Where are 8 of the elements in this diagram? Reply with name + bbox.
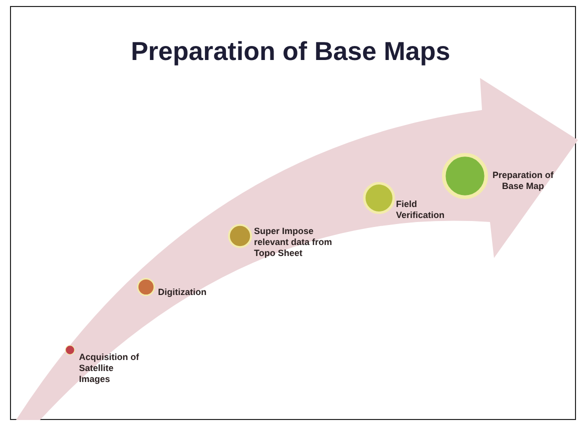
circle-marker xyxy=(228,224,252,248)
title: Preparation of Base Maps xyxy=(130,36,452,67)
step-label: Field Verification xyxy=(396,199,446,221)
circle-marker xyxy=(65,345,75,355)
step-label: Super Impose relevant data from Topo Sheet xyxy=(254,226,334,259)
step-label: Preparation of Base Map xyxy=(491,170,554,192)
step-label: Digitization xyxy=(158,287,208,298)
step-label: Acquisition of Satellite Images xyxy=(79,352,139,385)
